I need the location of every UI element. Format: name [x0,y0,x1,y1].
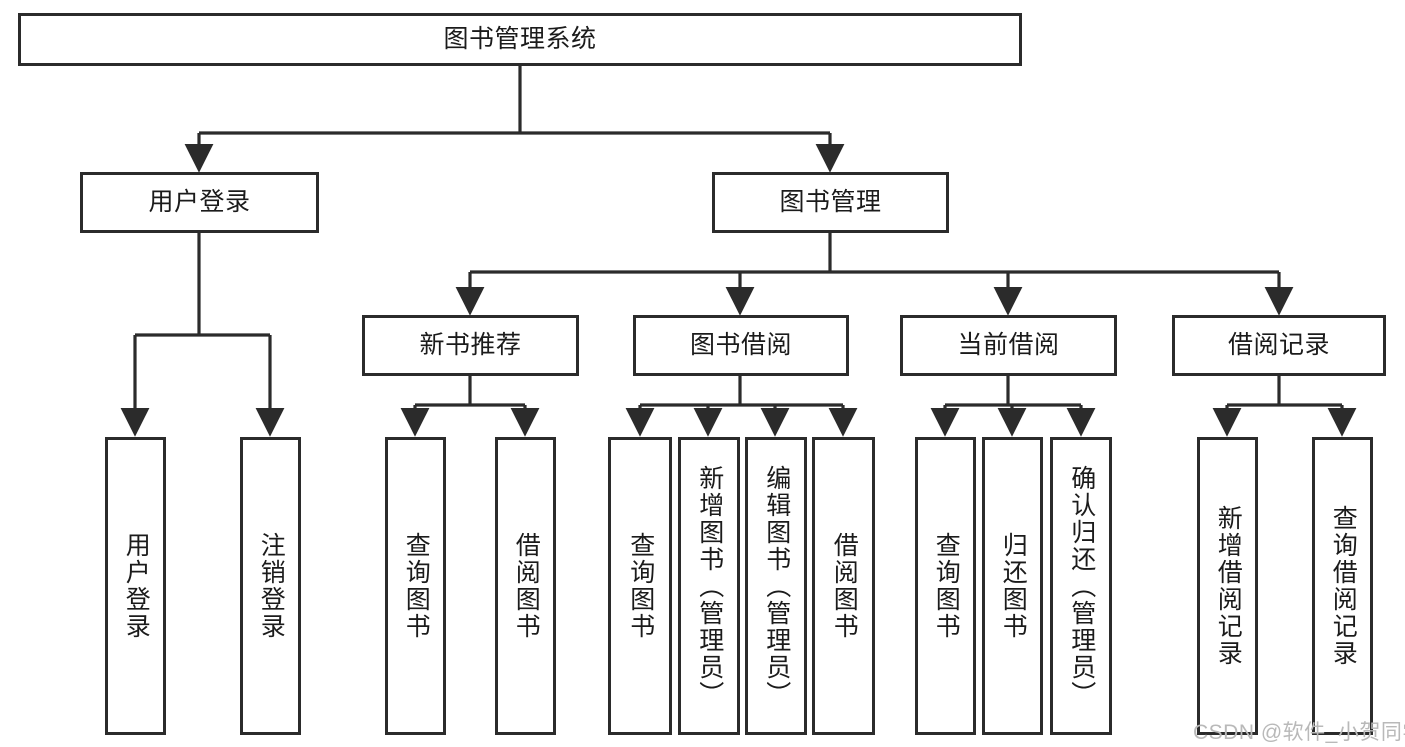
node-leaf-add-record[interactable]: 新增借阅记录 [1197,437,1258,735]
node-label: 新增借阅记录 [1214,505,1243,667]
node-leaf-return-book[interactable]: 归还图书 [982,437,1043,735]
node-user-login[interactable]: 用户登录 [80,172,319,233]
node-leaf-edit-book[interactable]: 编辑图书（管理员） [745,437,807,735]
node-leaf-user-logout[interactable]: 注销登录 [240,437,301,735]
node-leaf-borrow-book-2[interactable]: 借阅图书 [812,437,875,735]
node-label: 查询图书 [402,532,431,640]
node-label: 归还图书 [999,532,1028,640]
node-borrow-record[interactable]: 借阅记录 [1172,315,1386,376]
node-label: 编辑图书（管理员） [762,464,791,708]
node-label: 查询借阅记录 [1329,505,1358,667]
node-leaf-borrow-book-1[interactable]: 借阅图书 [495,437,556,735]
node-leaf-query-record[interactable]: 查询借阅记录 [1312,437,1373,735]
node-label: 用户登录 [148,188,251,217]
node-label: 新书推荐 [419,331,522,360]
node-label: 借阅记录 [1227,331,1330,360]
node-current-borrow[interactable]: 当前借阅 [900,315,1117,376]
node-label: 借阅图书 [830,532,859,640]
node-new-book-recommend[interactable]: 新书推荐 [362,315,579,376]
node-label: 用户登录 [122,532,151,640]
node-label: 注销登录 [257,532,286,640]
node-leaf-query-book-2[interactable]: 查询图书 [608,437,672,735]
node-leaf-confirm-return[interactable]: 确认归还（管理员） [1050,437,1112,735]
node-book-borrow[interactable]: 图书借阅 [633,315,849,376]
node-label: 新增图书（管理员） [695,464,724,708]
node-book-management[interactable]: 图书管理 [712,172,949,233]
node-label: 图书管理系统 [443,25,597,54]
node-leaf-query-book-1[interactable]: 查询图书 [385,437,446,735]
node-label: 图书管理 [779,188,882,217]
node-root-book-management-system[interactable]: 图书管理系统 [18,13,1022,66]
node-leaf-add-book[interactable]: 新增图书（管理员） [678,437,740,735]
node-label: 当前借阅 [957,331,1060,360]
node-leaf-user-login[interactable]: 用户登录 [105,437,166,735]
node-leaf-query-book-3[interactable]: 查询图书 [915,437,976,735]
watermark-text: CSDN @软件_小贺同学 [1193,721,1405,744]
node-label: 确认归还（管理员） [1067,464,1096,708]
node-label: 查询图书 [932,532,961,640]
node-label: 查询图书 [626,532,655,640]
node-label: 借阅图书 [512,532,541,640]
node-label: 图书借阅 [689,331,792,360]
